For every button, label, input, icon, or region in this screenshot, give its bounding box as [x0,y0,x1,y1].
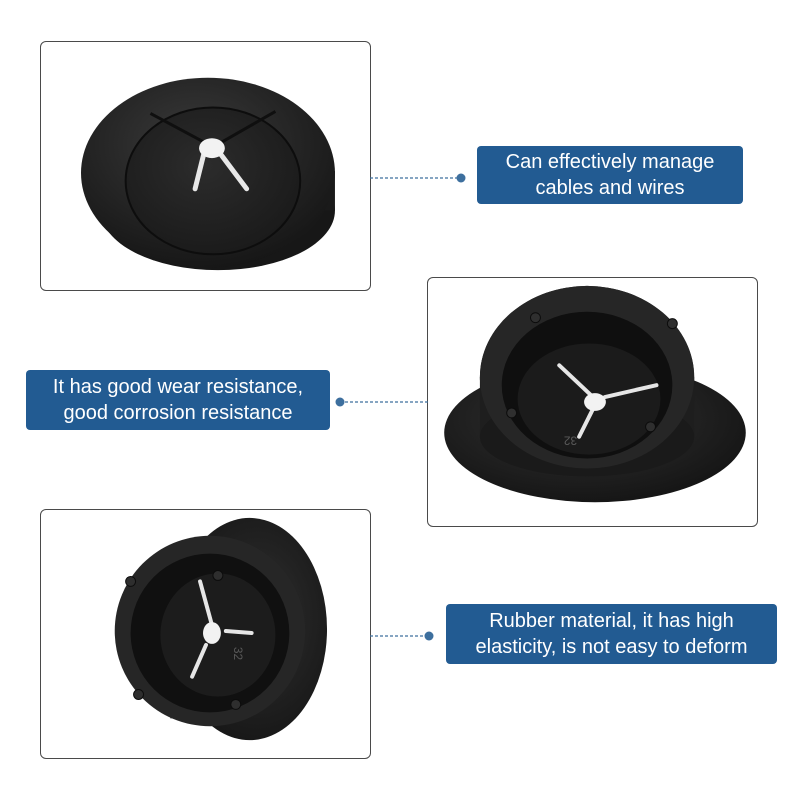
feature-callout-line: elasticity, is not easy to deform [475,636,748,658]
connector-line-3 [370,631,434,641]
connector-line-2 [335,397,428,407]
feature-callout-cable-management: Can effectively manage cables and wires [477,146,743,204]
feature-callout-resistance: It has good wear resistance, good corros… [26,370,330,430]
product-image-angled: 32 [427,277,758,527]
part-marking-side-text: 32 [231,647,245,661]
feature-callout-line: cables and wires [535,177,685,199]
feature-callout-line: It has good wear resistance, [52,376,304,398]
feature-callout-line: good corrosion resistance [63,402,293,424]
product-image-side: 32 [40,509,371,759]
part-marking-text: 32 [564,434,578,448]
product-image-front [40,41,371,291]
connector-line-1 [370,173,466,183]
feature-callout-line: Rubber material, it has high [489,610,734,632]
feature-callout-rubber-material: Rubber material, it has high elasticity,… [446,604,777,664]
grommet-front-icon [81,77,335,271]
grommet-angled-icon: 32 [444,285,746,503]
feature-callout-line: Can effectively manage [505,151,715,173]
grommet-side-icon: 32 [114,517,328,741]
